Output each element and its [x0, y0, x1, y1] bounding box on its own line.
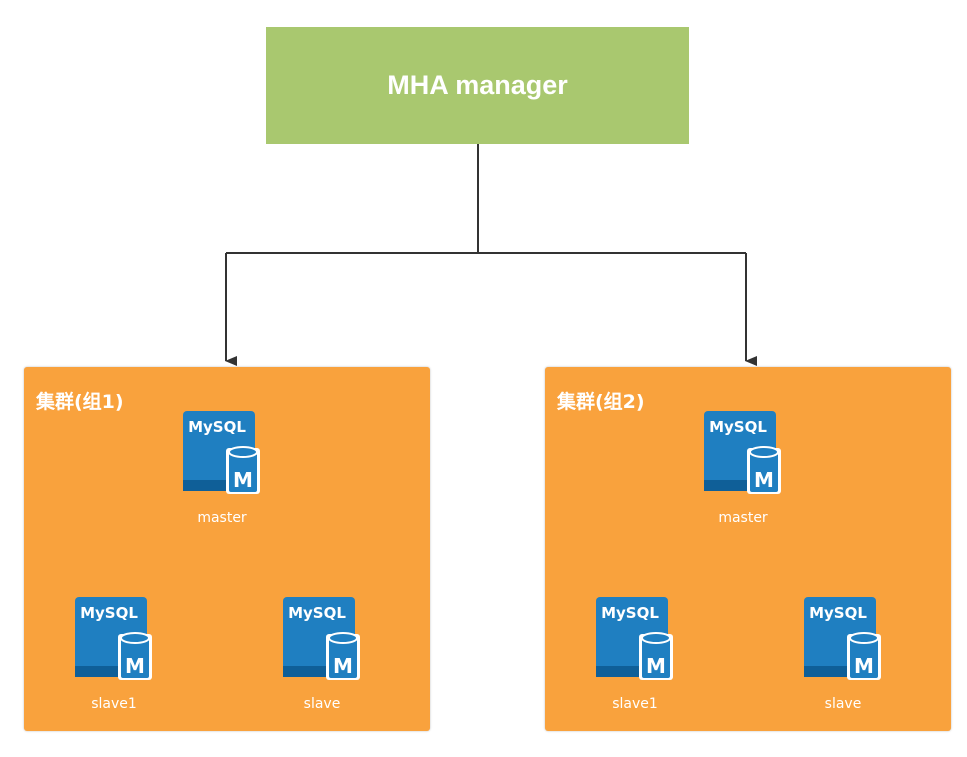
svg-text:M: M	[233, 468, 253, 492]
mysql-database-icon: MySQL M	[804, 597, 881, 680]
mysql-database-icon: MySQL M	[704, 411, 781, 494]
cluster-group-2: 集群(组2) MySQL M master MySQL M slave1	[545, 367, 951, 731]
mha-manager-label: MHA manager	[387, 70, 568, 100]
cluster-title: 集群(组1)	[36, 391, 124, 413]
svg-text:MySQL: MySQL	[80, 604, 138, 622]
svg-text:M: M	[125, 654, 145, 678]
svg-text:M: M	[754, 468, 774, 492]
node-label: slave1	[91, 696, 137, 712]
svg-text:M: M	[646, 654, 666, 678]
svg-text:MySQL: MySQL	[188, 418, 246, 436]
mysql-node-slave: MySQL M slave	[262, 596, 372, 716]
mha-manager-box: MHA manager	[266, 27, 689, 144]
mysql-node-master: MySQL M master	[683, 410, 793, 530]
mysql-node-slave1: MySQL M slave1	[54, 596, 164, 716]
cluster-title: 集群(组2)	[557, 391, 645, 413]
svg-text:MySQL: MySQL	[601, 604, 659, 622]
svg-text:MySQL: MySQL	[709, 418, 767, 436]
node-label: slave	[824, 696, 862, 712]
node-label: slave1	[612, 696, 658, 712]
cluster-group-1: 集群(组1) MySQL M master MySQL M slave1	[24, 367, 430, 731]
svg-text:M: M	[854, 654, 874, 678]
mysql-database-icon: MySQL M	[596, 597, 673, 680]
mysql-node-slave: MySQL M slave	[783, 596, 893, 716]
node-label: slave	[303, 696, 341, 712]
svg-text:M: M	[333, 654, 353, 678]
mysql-database-icon: MySQL M	[283, 597, 360, 680]
mysql-database-icon: MySQL M	[183, 411, 260, 494]
node-label: master	[197, 510, 247, 526]
mysql-node-master: MySQL M master	[162, 410, 272, 530]
svg-text:MySQL: MySQL	[288, 604, 346, 622]
node-label: master	[718, 510, 768, 526]
mysql-node-slave1: MySQL M slave1	[575, 596, 685, 716]
svg-text:MySQL: MySQL	[809, 604, 867, 622]
mysql-database-icon: MySQL M	[75, 597, 152, 680]
